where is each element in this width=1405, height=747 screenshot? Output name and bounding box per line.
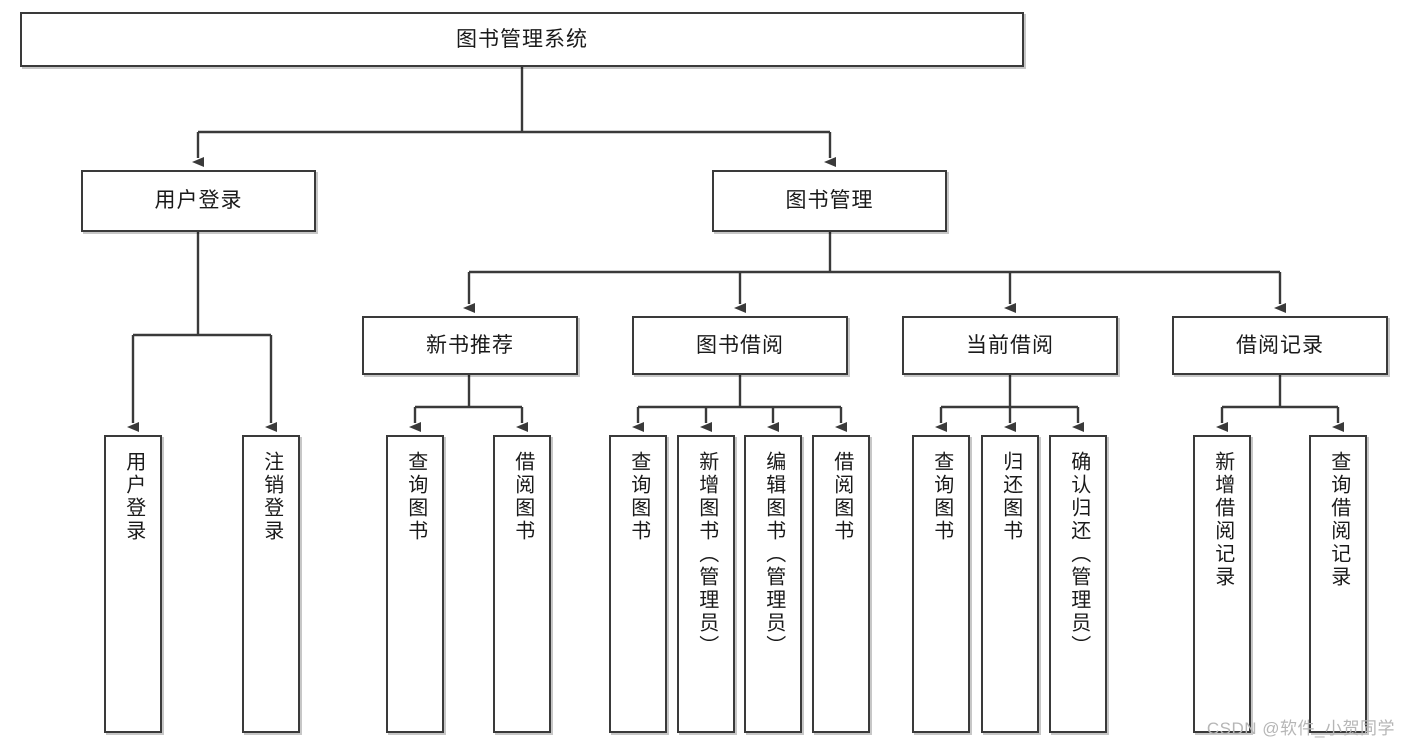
watermark: CSDN @软件_小贺同学 xyxy=(1206,719,1395,738)
leaf-new-book-query[interactable]: 查询图书 xyxy=(386,435,444,733)
node-label: 借阅图书 xyxy=(830,451,853,543)
node-label: 当前借阅 xyxy=(966,333,1054,357)
node-label: 借阅图书 xyxy=(511,451,534,543)
node-new-book-recommend[interactable]: 新书推荐 xyxy=(362,316,578,375)
leaf-user-login-login[interactable]: 用户登录 xyxy=(104,435,162,733)
node-current-borrow[interactable]: 当前借阅 xyxy=(902,316,1118,375)
leaf-book-borrow-borrow[interactable]: 借阅图书 xyxy=(812,435,870,733)
leaf-user-login-logout[interactable]: 注销登录 xyxy=(242,435,300,733)
node-label: 新书推荐 xyxy=(426,333,514,357)
node-label: 查询图书 xyxy=(404,451,427,543)
leaf-new-book-borrow[interactable]: 借阅图书 xyxy=(493,435,551,733)
leaf-current-borrow-confirm-return[interactable]: 确认归还（管理员） xyxy=(1049,435,1107,733)
node-label: 编辑图书（管理员） xyxy=(762,451,785,658)
node-label: 用户登录 xyxy=(154,189,243,213)
node-label: 确认归还（管理员） xyxy=(1067,451,1090,658)
node-book-management[interactable]: 图书管理 xyxy=(712,170,947,232)
node-label: 图书管理 xyxy=(785,189,874,213)
leaf-book-borrow-edit[interactable]: 编辑图书（管理员） xyxy=(744,435,802,733)
node-label: 图书借阅 xyxy=(696,333,784,357)
node-user-login[interactable]: 用户登录 xyxy=(81,170,316,232)
node-label: 借阅记录 xyxy=(1236,333,1324,357)
leaf-book-borrow-query[interactable]: 查询图书 xyxy=(609,435,667,733)
node-label: 查询图书 xyxy=(627,451,650,543)
node-label: 注销登录 xyxy=(260,451,283,543)
node-label: 查询借阅记录 xyxy=(1327,451,1350,589)
node-label: 图书管理系统 xyxy=(456,27,588,51)
node-book-borrow[interactable]: 图书借阅 xyxy=(632,316,848,375)
node-borrow-records[interactable]: 借阅记录 xyxy=(1172,316,1388,375)
node-label: 查询图书 xyxy=(930,451,953,543)
node-label: 用户登录 xyxy=(122,451,145,543)
leaf-records-add[interactable]: 新增借阅记录 xyxy=(1193,435,1251,733)
node-label: 新增图书（管理员） xyxy=(695,451,718,658)
node-label: 新增借阅记录 xyxy=(1211,451,1234,589)
leaf-book-borrow-add[interactable]: 新增图书（管理员） xyxy=(677,435,735,733)
leaf-records-query[interactable]: 查询借阅记录 xyxy=(1309,435,1367,733)
leaf-current-borrow-return[interactable]: 归还图书 xyxy=(981,435,1039,733)
node-root-book-management-system[interactable]: 图书管理系统 xyxy=(20,12,1024,67)
leaf-current-borrow-query[interactable]: 查询图书 xyxy=(912,435,970,733)
node-label: 归还图书 xyxy=(999,451,1022,543)
